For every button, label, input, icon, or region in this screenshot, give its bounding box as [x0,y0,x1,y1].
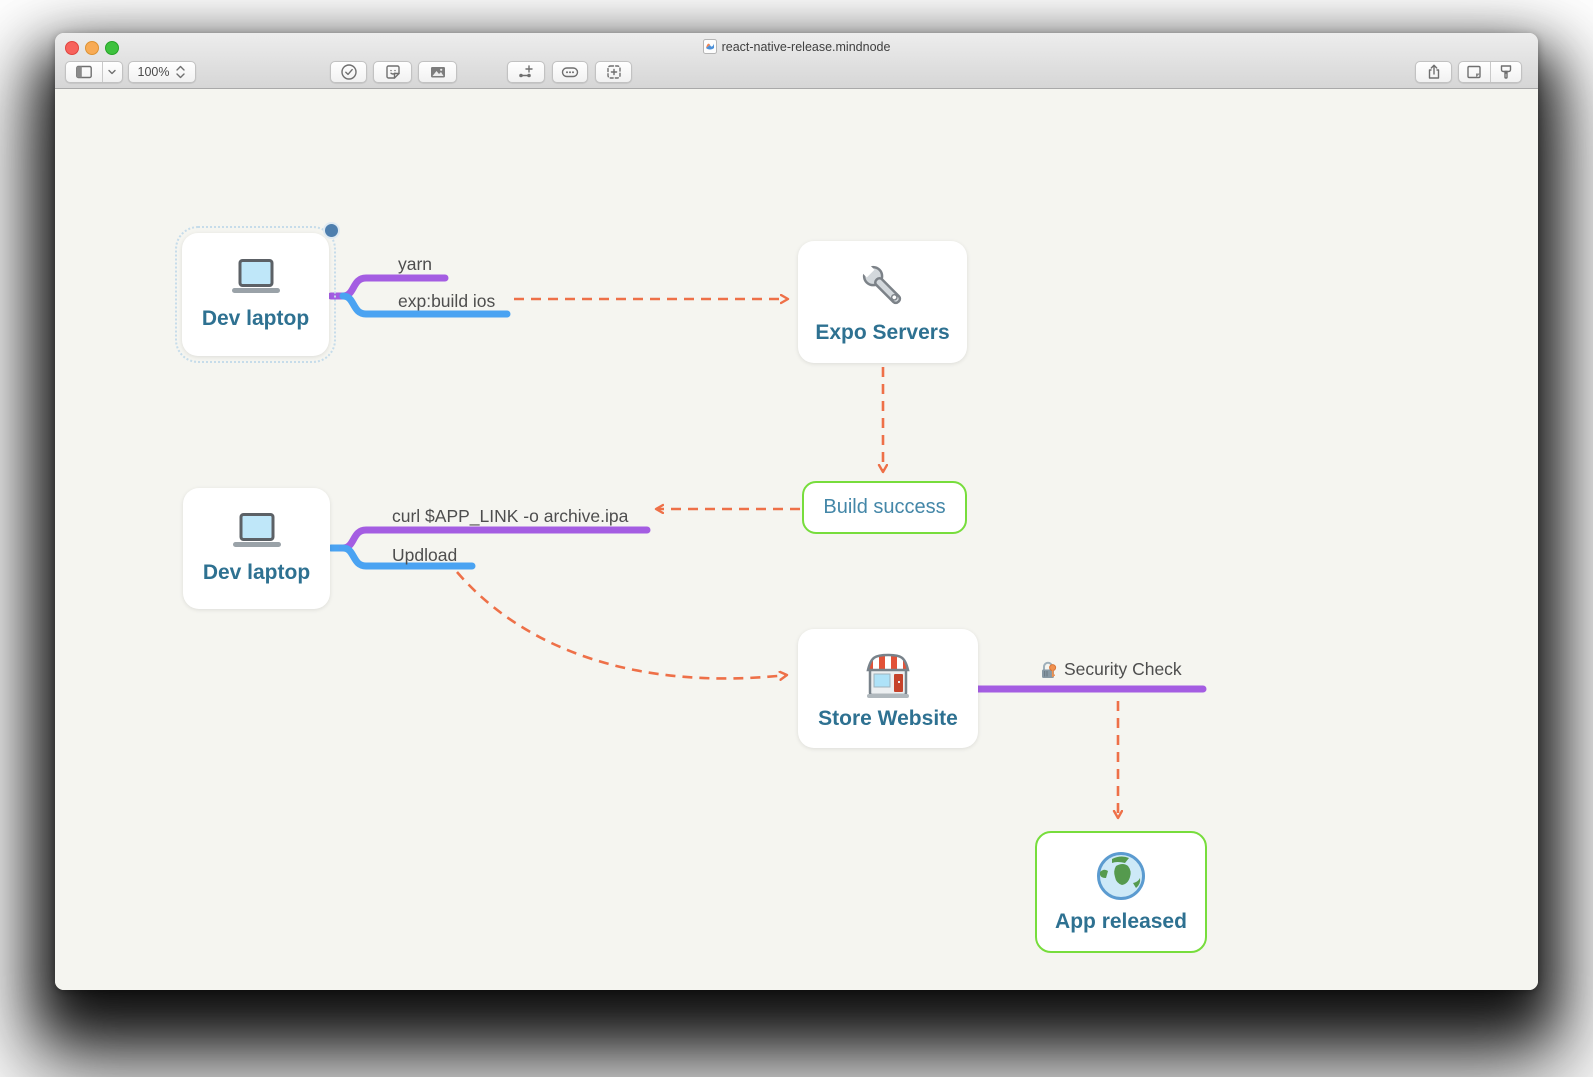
close-button[interactable] [65,41,79,55]
branch-label-yarn[interactable]: yarn [398,254,433,274]
lock-key-icon [1042,661,1057,678]
share-icon [1428,64,1439,79]
window-title-area: react-native-release.mindnode [55,39,1538,54]
zoom-stepper-icon [176,65,186,79]
branch-label-text: Security Check [1064,659,1182,679]
sidebar-dropdown-button[interactable] [101,62,122,82]
node-label: Expo Servers [815,321,950,344]
window-chrome: react-native-release.mindnode [55,33,1538,89]
branch-label-exp-build-ios[interactable]: exp:build ios [398,291,496,311]
node-label: App released [1055,910,1187,933]
zoom-level-value: 100% [137,65,170,79]
format-brush-icon [1500,65,1512,79]
connection-pill-icon [561,67,579,78]
branch-label-curl[interactable]: curl $APP_LINK -o archive.ipa [392,506,629,526]
inspector-group [1458,61,1522,83]
notes-panel-icon [1467,65,1482,79]
notes-panel-button[interactable] [1459,62,1490,82]
task-check-icon [340,64,357,80]
store-icon [866,653,910,698]
connection-button[interactable] [552,61,588,83]
laptop-icon [231,258,280,293]
window-title: react-native-release.mindnode [721,39,891,54]
format-button[interactable] [1489,62,1521,82]
connections-layer [327,274,1207,990]
node-build-success[interactable]: Build success [802,481,967,534]
branch-updload [339,544,476,570]
zoom-window-button[interactable] [105,41,119,55]
image-button[interactable] [418,61,457,83]
node-dev-laptop-2[interactable]: Dev laptop [183,488,330,609]
mindnode-document-icon [702,39,717,54]
sidebar-toggle-group [65,61,123,83]
app-window: react-native-release.mindnode [55,33,1538,990]
sticker-icon [385,65,400,79]
branch-label-security-check[interactable]: Security Check [1038,659,1182,680]
mindmap-canvas[interactable]: Dev laptop Expo Servers Build success [55,89,1538,990]
node-expo-servers[interactable]: Expo Servers [798,241,967,363]
globe-icon [1097,852,1145,900]
node-label: Dev laptop [202,560,311,584]
node-label: Store Website [818,706,958,730]
node-selection-dot[interactable] [323,222,340,239]
add-node-button[interactable] [507,61,545,83]
sticker-button[interactable] [373,61,412,83]
branch-label-updload[interactable]: Updload [392,545,458,565]
sidebar-button[interactable] [66,62,102,82]
task-button[interactable] [330,61,367,83]
arrow-updload-to-store [456,571,787,678]
branch-exp-build-ios [339,292,511,318]
node-store-website[interactable]: Store Website [798,629,978,748]
titlebar: react-native-release.mindnode [55,33,1538,60]
node-label: Build success [823,496,946,518]
sidebar-icon [75,65,92,79]
laptop-icon [232,512,281,547]
minimize-button[interactable] [85,41,99,55]
node-dev-laptop-1[interactable]: Dev laptop [175,222,340,363]
add-node-icon [519,65,533,78]
focus-button[interactable] [595,61,632,83]
focus-icon [606,65,621,79]
zoom-level-control[interactable]: 100% [128,61,196,83]
share-button[interactable] [1415,61,1452,83]
chevron-down-icon [108,69,117,75]
node-label: Dev laptop [201,306,310,330]
toolbar: 100% [55,60,1538,88]
image-icon [430,67,445,78]
wrench-icon [859,263,901,305]
branch-curl [339,526,651,552]
node-app-released[interactable]: App released [1035,831,1207,953]
